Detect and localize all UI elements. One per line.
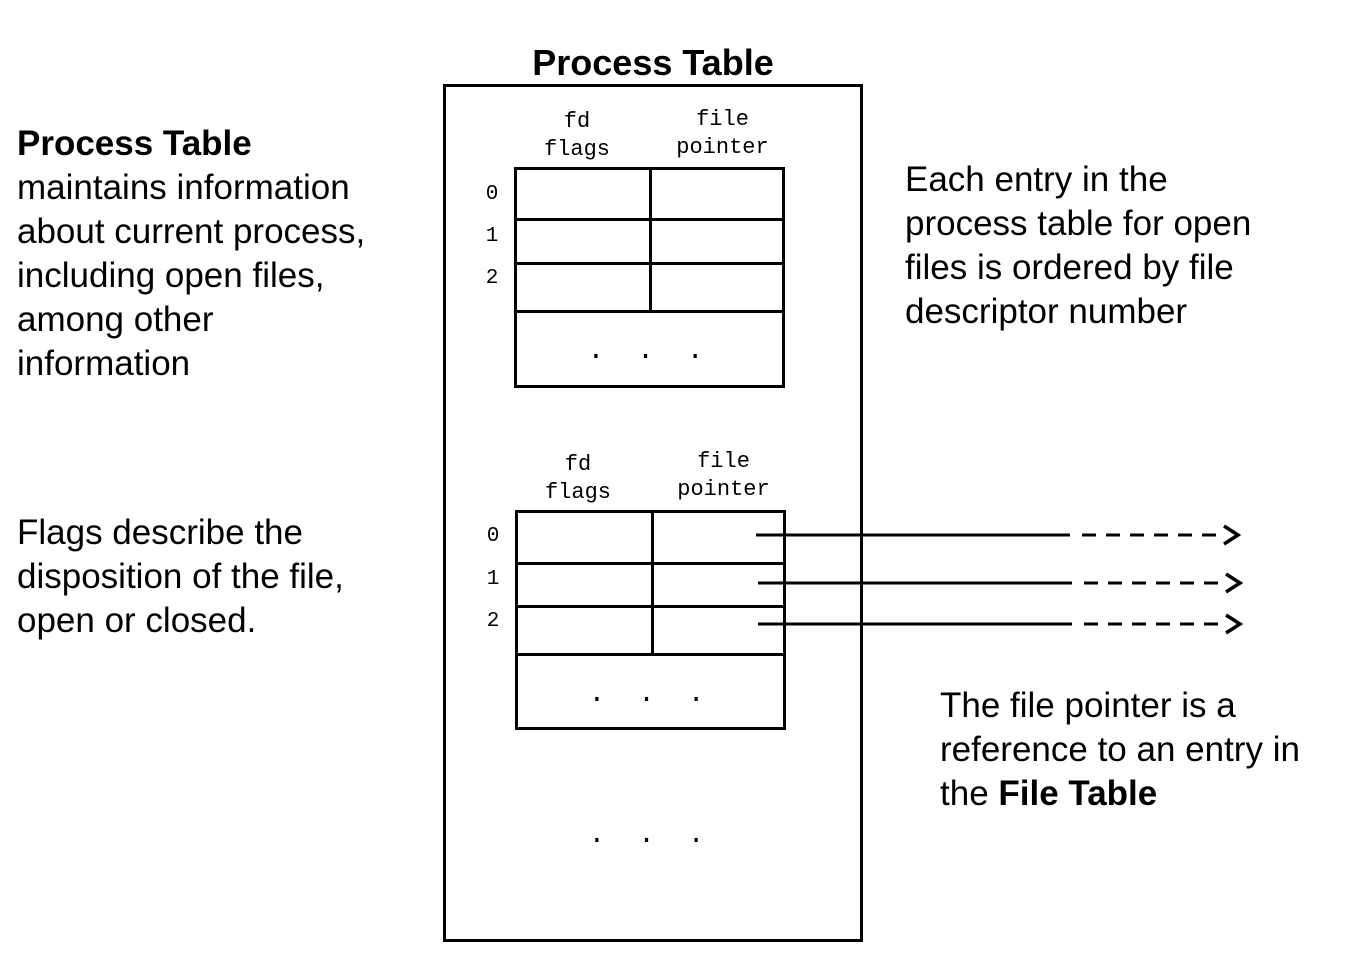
row-index: 0 bbox=[486, 525, 500, 548]
description-line: reference to an entry in bbox=[940, 730, 1300, 769]
column-label-line: fd bbox=[563, 109, 591, 134]
fd-flags-label: fd flags bbox=[517, 108, 637, 164]
row-index: 0 bbox=[485, 183, 499, 206]
description-line: process table for open bbox=[905, 204, 1252, 243]
description-line: Flags describe the bbox=[17, 513, 303, 552]
row-divider bbox=[518, 605, 783, 608]
description-line: The file pointer is a bbox=[940, 686, 1236, 725]
process-table-heading: Process Table bbox=[17, 124, 252, 163]
process-table-description: Process Table maintains information abou… bbox=[17, 122, 365, 386]
row-index: 2 bbox=[486, 610, 500, 633]
description-line: the File Table bbox=[940, 772, 1300, 816]
table-ellipsis: . . . bbox=[587, 336, 712, 367]
column-label-line: file bbox=[696, 107, 749, 132]
process-table-ellipsis: . . . bbox=[588, 820, 713, 851]
description-line: among other bbox=[17, 300, 214, 339]
row-index: 1 bbox=[485, 225, 499, 248]
description-line: descriptor number bbox=[905, 292, 1188, 331]
file-pointer-arrow-0 bbox=[756, 524, 1242, 546]
diagram-title: Process Table bbox=[532, 42, 774, 83]
process-table-box bbox=[443, 84, 863, 942]
open-files-table-bottom bbox=[515, 510, 786, 730]
row-index: 1 bbox=[486, 568, 500, 591]
description-line: including open files, bbox=[17, 256, 325, 295]
description-line: Each entry in the bbox=[905, 160, 1168, 199]
file-pointer-label: file pointer bbox=[651, 448, 796, 504]
file-pointer-arrow-1 bbox=[758, 572, 1244, 594]
row-index: 2 bbox=[485, 267, 499, 290]
flags-description: Flags describe the disposition of the fi… bbox=[17, 511, 344, 643]
file-pointer-label: file pointer bbox=[650, 106, 795, 162]
description-line: about current process, bbox=[17, 212, 366, 251]
file-pointer-arrow-2 bbox=[758, 613, 1244, 635]
ordering-description: Each entry in the process table for open… bbox=[905, 158, 1251, 334]
description-line: information bbox=[17, 344, 191, 383]
description-line: open or closed. bbox=[17, 601, 257, 640]
row-divider bbox=[518, 653, 783, 656]
file-table-term: File Table bbox=[998, 774, 1158, 813]
description-line: files is ordered by file bbox=[905, 248, 1234, 287]
column-label-line: flags bbox=[543, 137, 610, 162]
column-label-line: flags bbox=[544, 480, 611, 505]
fd-flags-label: fd flags bbox=[518, 451, 638, 507]
column-label-line: file bbox=[697, 449, 750, 474]
column-label-line: pointer bbox=[676, 135, 769, 160]
column-divider bbox=[649, 170, 652, 313]
column-divider bbox=[651, 513, 654, 656]
description-line: maintains information bbox=[17, 168, 350, 207]
file-pointer-description: The file pointer is a reference to an en… bbox=[940, 684, 1300, 816]
open-files-table-top bbox=[514, 167, 785, 388]
row-divider bbox=[518, 562, 783, 565]
description-line-prefix: the bbox=[940, 774, 999, 813]
description-line: disposition of the file, bbox=[17, 557, 344, 596]
table-ellipsis: . . . bbox=[588, 679, 713, 710]
column-label-line: fd bbox=[564, 452, 592, 477]
column-label-line: pointer bbox=[677, 477, 770, 502]
